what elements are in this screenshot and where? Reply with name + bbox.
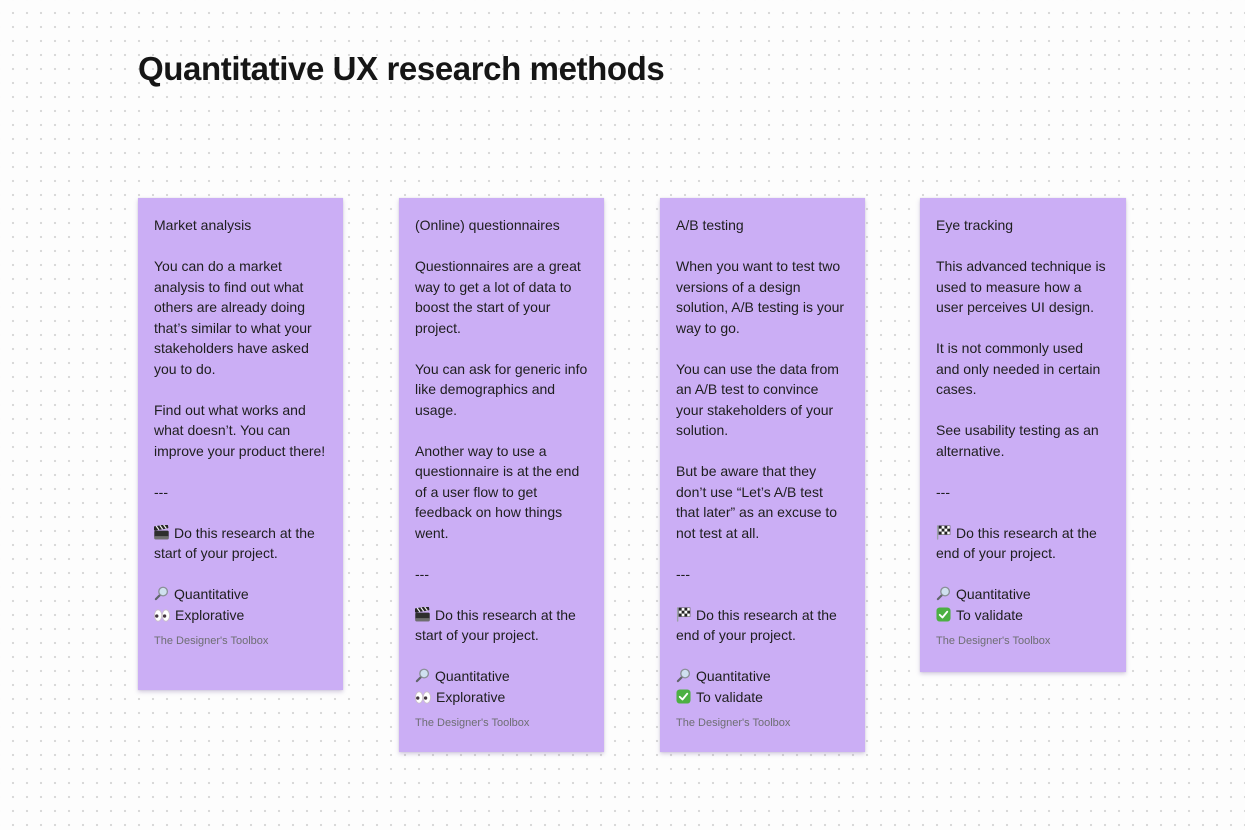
note-paragraph: See usability testing as an alternative. (936, 422, 1099, 459)
check-icon (936, 606, 951, 622)
sticky-note-ab-testing[interactable]: A/B testing When you want to test two ve… (660, 198, 865, 752)
note-paragraph: Another way to use a questionnaire is at… (415, 442, 580, 541)
note-divider: --- (154, 483, 168, 500)
board-title[interactable]: Quantitative UX research methods (138, 50, 665, 87)
note-tags: Quantitative Explorative (415, 666, 588, 707)
clapperboard-icon (414, 605, 430, 622)
note-tags: Quantitative To validate (936, 584, 1110, 625)
tag-explorative: Explorative (415, 687, 588, 708)
note-paragraph: This advanced technique is used to measu… (936, 258, 1106, 315)
magnifier-icon (154, 586, 169, 601)
magnifier-icon (415, 668, 430, 683)
note-timing: Do this research at the start of your pr… (414, 605, 576, 643)
note-title: (Online) questionnaires (415, 217, 560, 233)
note-paragraph: You can ask for generic info like demogr… (415, 360, 588, 418)
note-divider: --- (936, 483, 950, 500)
note-timing: Do this research at the start of your pr… (153, 523, 315, 561)
note-title: A/B testing (676, 217, 744, 233)
note-paragraph: It is not commonly used and only needed … (936, 340, 1101, 397)
note-divider: --- (676, 565, 690, 582)
note-paragraph: You can use the data from an A/B test to… (676, 360, 839, 439)
checkered-flag-icon (936, 524, 951, 540)
note-author: The Designer's Toolbox (415, 717, 530, 729)
sticky-note-online-questionnaires[interactable]: (Online) questionnaires Questionnaires a… (399, 198, 604, 752)
magnifier-icon (936, 586, 951, 601)
tag-to-validate: To validate (936, 605, 1110, 626)
magnifier-icon (676, 668, 691, 683)
note-timing: Do this research at the end of your proj… (676, 606, 837, 644)
note-title: Eye tracking (936, 217, 1014, 233)
note-title: Market analysis (154, 217, 252, 233)
tag-explorative: Explorative (154, 605, 327, 626)
checkered-flag-icon (676, 606, 691, 622)
note-timing: Do this research at the end of your proj… (936, 524, 1097, 562)
note-paragraph: Questionnaires are a great way to get a … (415, 258, 581, 336)
note-paragraph: But be aware that they don’t use “Let’s … (676, 463, 838, 541)
check-icon (676, 688, 691, 704)
tag-quantitative: Quantitative (676, 666, 849, 687)
sticky-note-eye-tracking[interactable]: Eye tracking This advanced technique is … (920, 198, 1126, 672)
note-tags: Quantitative Explorative (154, 584, 327, 625)
tag-quantitative: Quantitative (154, 584, 327, 605)
note-author: The Designer's Toolbox (936, 635, 1051, 647)
note-author: The Designer's Toolbox (154, 635, 269, 647)
note-paragraph: When you want to test two versions of a … (676, 258, 845, 336)
eyes-icon (154, 608, 170, 622)
eyes-icon (415, 690, 431, 704)
note-author: The Designer's Toolbox (676, 717, 791, 729)
tag-quantitative: Quantitative (936, 584, 1110, 605)
note-tags: Quantitative To validate (676, 666, 849, 707)
clapperboard-icon (153, 523, 169, 540)
note-divider: --- (415, 565, 429, 582)
note-paragraph: Find out what works and what doesn’t. Yo… (154, 401, 326, 459)
tag-quantitative: Quantitative (415, 666, 588, 687)
note-paragraph: You can do a market analysis to find out… (154, 258, 312, 377)
sticky-note-market-analysis[interactable]: Market analysis You can do a market anal… (138, 198, 343, 690)
tag-to-validate: To validate (676, 687, 849, 708)
